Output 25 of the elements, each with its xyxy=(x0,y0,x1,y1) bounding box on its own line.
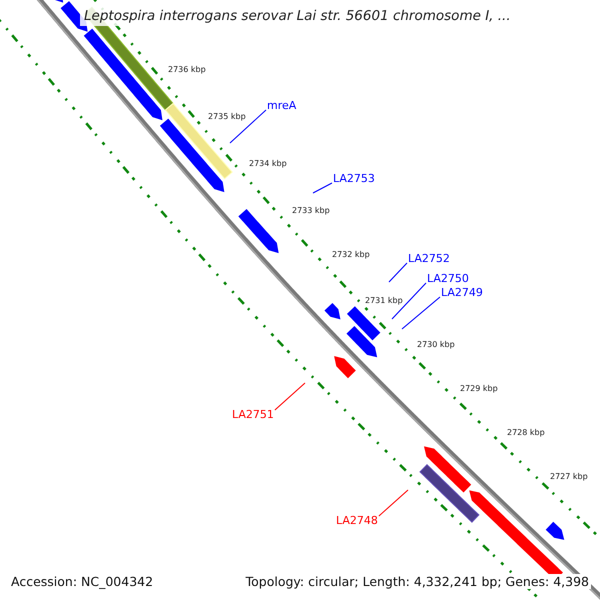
tick-label: 2735 kbp xyxy=(208,112,246,121)
gene-label: LA2749 xyxy=(441,286,483,299)
tick-label: 2732 kbp xyxy=(332,250,370,259)
tick-label: 2727 kbp xyxy=(550,472,588,481)
tick-label: 2728 kbp xyxy=(507,428,545,437)
tick-label: 2731 kbp xyxy=(365,296,403,305)
gene-label: LA2753 xyxy=(333,172,375,185)
tick-label: 2736 kbp xyxy=(168,65,206,74)
gene-label: LA2752 xyxy=(408,252,450,265)
gene-label: LA2750 xyxy=(427,272,469,285)
tick-label: 2733 kbp xyxy=(292,206,330,215)
gene-label: LA2751 xyxy=(232,408,274,421)
gene-label: mreA xyxy=(267,99,296,112)
gene-label: LA2748 xyxy=(336,514,378,527)
leader-line xyxy=(388,262,408,282)
leader-line xyxy=(378,490,408,516)
tick-label: 2734 kbp xyxy=(249,159,287,168)
tick-label: 2730 kbp xyxy=(417,340,455,349)
leader-line xyxy=(274,382,306,410)
leader-line xyxy=(230,110,266,144)
genome-info-text: Topology: circular; Length: 4,332,241 bp; Genes: 4,398 xyxy=(244,574,591,589)
leader-line xyxy=(392,282,426,320)
tick-label: 2729 kbp xyxy=(460,384,498,393)
leader-line xyxy=(312,182,332,194)
leader-line xyxy=(402,296,440,330)
